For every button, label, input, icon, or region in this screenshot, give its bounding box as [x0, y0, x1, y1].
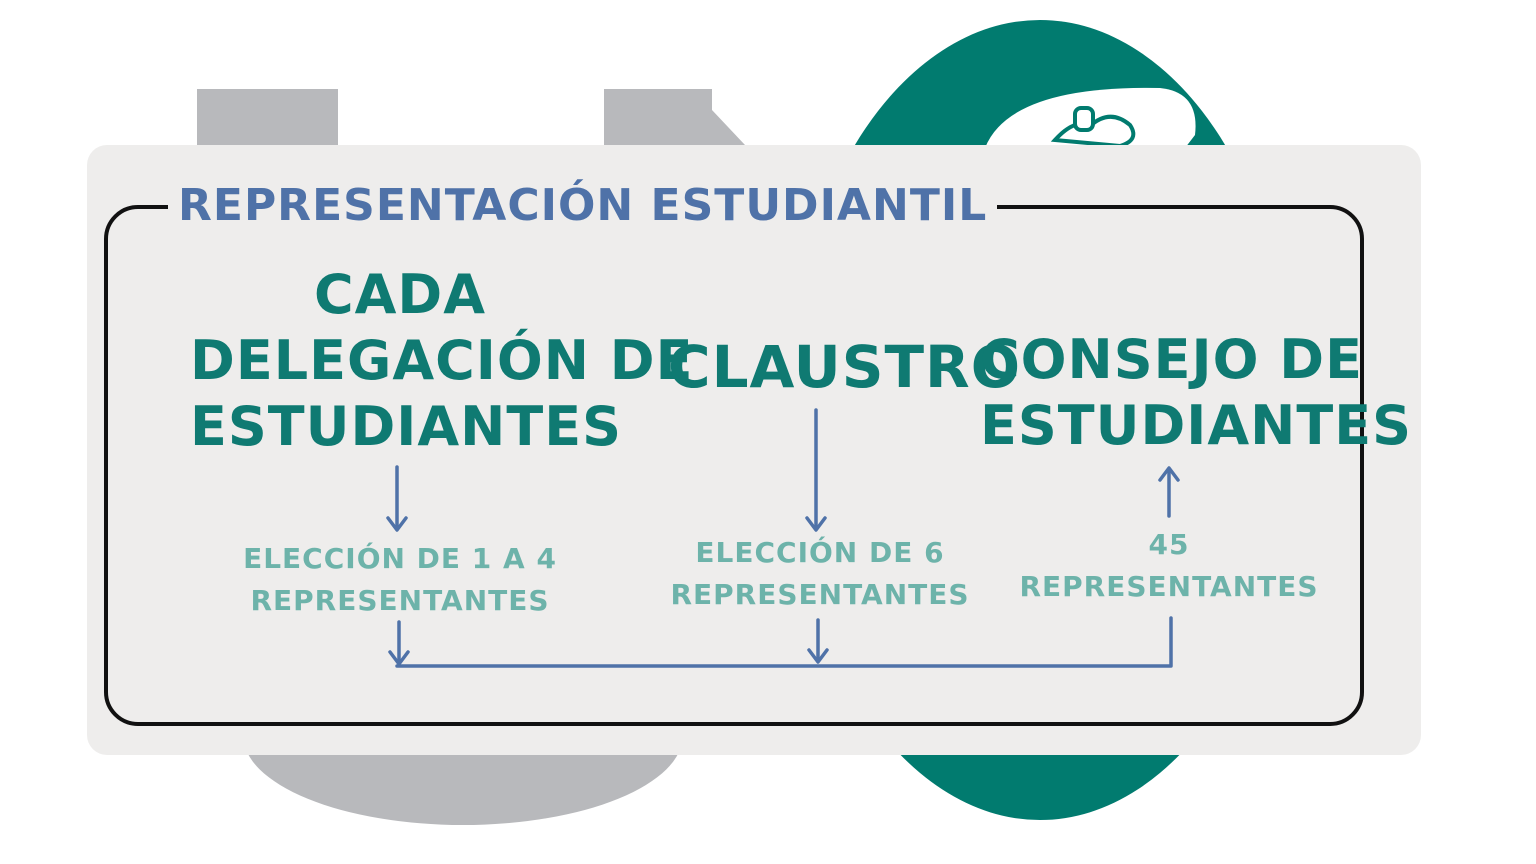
- diagram-title: REPRESENTACIÓN ESTUDIANTIL: [168, 176, 998, 236]
- heading-line: CADA: [313, 263, 487, 326]
- heading-line: CLAUSTRO: [668, 333, 1022, 401]
- note-line: REPRESENTANTES: [250, 584, 550, 617]
- note-line: REPRESENTANTES: [670, 578, 970, 611]
- arrow-note1-down: [388, 620, 410, 666]
- note-line: ELECCIÓN DE 6: [695, 536, 945, 569]
- arrow-claustro-down: [805, 408, 827, 532]
- heading-line: CONSEJO DE: [980, 328, 1364, 391]
- arrow-consejo-up: [1158, 466, 1180, 518]
- heading-delegacion: CADA DELEGACIÓN DE ESTUDIANTES: [190, 262, 694, 460]
- heading-consejo: CONSEJO DE ESTUDIANTES: [980, 327, 1412, 459]
- arrow-note2-down: [807, 618, 829, 664]
- arrow-delegacion-down: [386, 465, 408, 532]
- note-line: REPRESENTANTES: [1019, 570, 1319, 603]
- content-panel: [87, 145, 1421, 755]
- note-line: 45: [1148, 528, 1190, 561]
- note-consejo: 45 REPRESENTANTES: [1010, 524, 1328, 608]
- collector-line: [395, 616, 1173, 668]
- heading-claustro: CLAUSTRO: [668, 333, 1022, 401]
- heading-line: ESTUDIANTES: [190, 395, 622, 458]
- note-delegacion: ELECCIÓN DE 1 A 4 REPRESENTANTES: [240, 538, 560, 622]
- note-claustro: ELECCIÓN DE 6 REPRESENTANTES: [660, 532, 980, 616]
- note-line: ELECCIÓN DE 1 A 4: [243, 542, 557, 575]
- heading-line: DELEGACIÓN DE: [190, 329, 694, 392]
- heading-line: ESTUDIANTES: [980, 394, 1412, 457]
